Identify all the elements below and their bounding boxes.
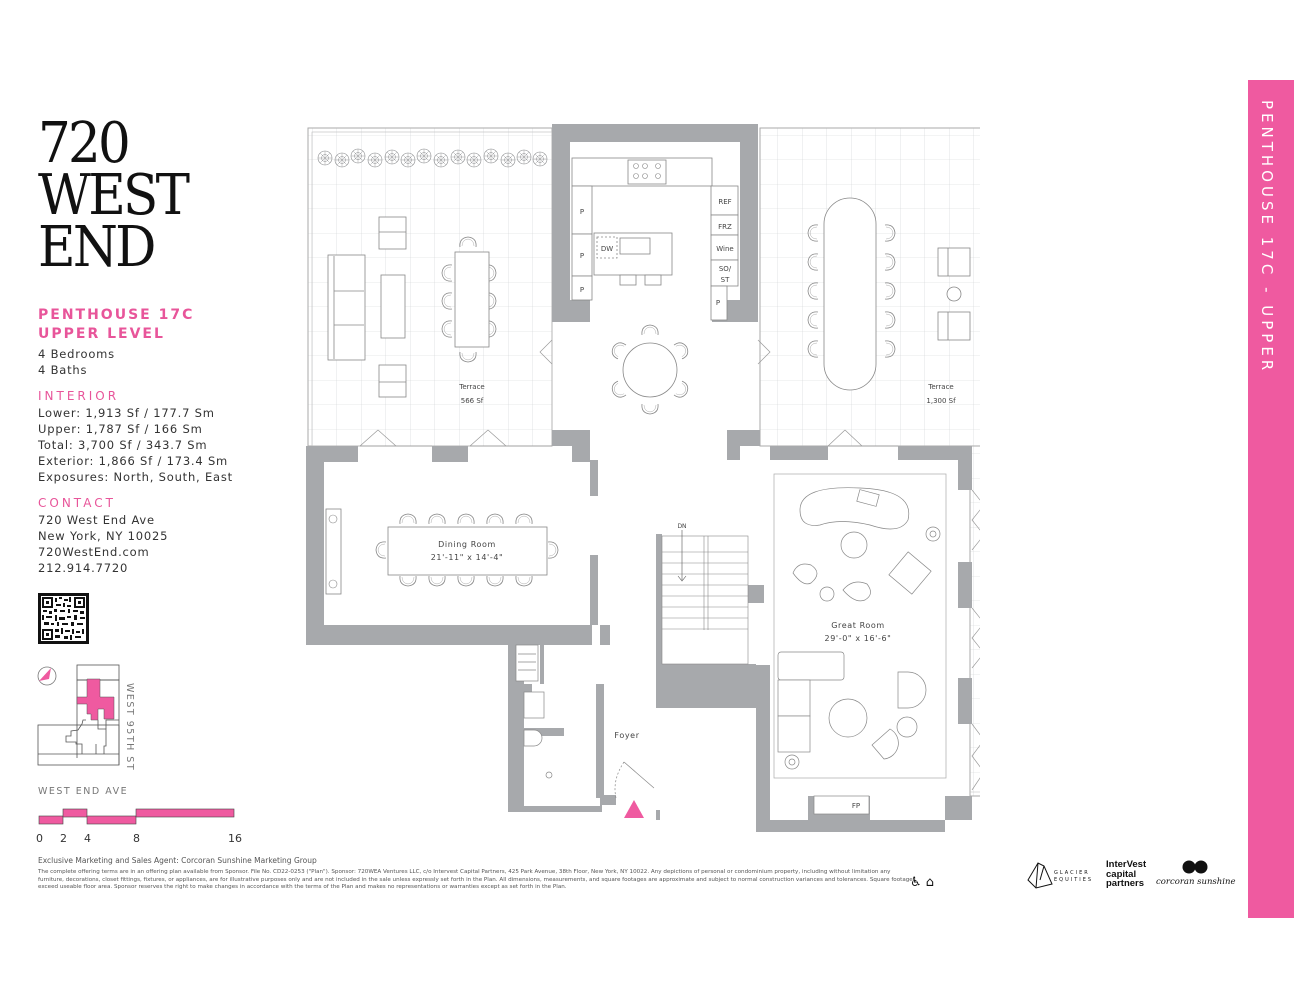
wine-label: Wine [716,245,733,253]
scale-tick-4: 4 [84,832,91,845]
north-arrow-icon [37,666,57,686]
staircase [661,530,749,665]
terrace-west-area: 566 Sf [461,397,484,405]
great-room-dims: 29'-0" x 16'-6" [825,634,892,643]
corcoran-circles-icon [1182,860,1208,874]
steam-oven-label: SO/ [719,265,732,273]
logo-line-west: WEST [38,163,190,228]
scale-tick-16: 16 [228,832,242,845]
baths-count: 4 Baths [38,363,88,377]
equities-word: EQUITIES [1054,877,1094,883]
kitchen [571,157,739,321]
pantry-label-3: P [580,286,584,294]
interior-exposures: Exposures: North, South, East [38,470,233,484]
pantry-label-2: P [580,252,584,260]
scale-tick-8: 8 [133,832,140,845]
terrace-east: Terrace 1,300 Sf [759,127,980,797]
side-tab-band [1248,80,1294,918]
partner-logos: GLACIER EQUITIES InterVest capital partn… [1026,860,1236,896]
freezer-label: FRZ [718,223,732,231]
cooktop-icon [633,163,661,179]
street-label-west-end-ave: WEST END AVE [38,786,129,797]
dining-room: Dining Room 21'-11" x 14'-4" [325,508,559,595]
partners-word: partners [1106,878,1145,889]
contact-heading: CONTACT [38,496,116,510]
qr-code-icon [41,596,86,641]
interior-total: Total: 3,700 Sf / 343.7 Sm [38,438,208,452]
footer-icons: ♿ ⌂ [910,875,934,890]
side-tab-label: PENTHOUSE 17C - UPPER [1258,100,1276,375]
key-plan-map [37,664,120,766]
great-room-label: Great Room [831,621,885,630]
powder-room [515,644,553,779]
interior-upper: Upper: 1,787 Sf / 166 Sm [38,422,203,436]
dining-room-dims: 21'-11" x 14'-4" [431,553,504,562]
terrace-west-label: Terrace [458,383,484,391]
lounge-furniture-west [327,216,407,398]
footer-disclaimer: Exclusive Marketing and Sales Agent: Cor… [38,856,918,892]
unit-subtitle: UPPER LEVEL [38,326,165,342]
lounge-furniture-east [937,247,971,341]
glacier-mountain-icon [1027,862,1053,889]
intervest-logo: InterVest capital partners [1106,860,1146,889]
unit-title: PENTHOUSE 17C [38,307,195,323]
footer-agent-line: Exclusive Marketing and Sales Agent: Cor… [38,856,317,865]
dining-room-label: Dining Room [438,540,496,549]
corcoran-word: corcoran sunshine [1156,877,1236,887]
capital-word: capital [1106,868,1137,880]
footer-legal-text: The complete offering terms are in an of… [38,869,916,891]
intervest-word: InterVest [1106,859,1147,870]
dishwasher-label: DW [601,245,613,253]
floor-plan: Terrace 566 Sf Terrace [306,124,980,832]
great-room [773,473,947,815]
logo-line-end: END [38,215,156,280]
entry-marker-icon [624,800,644,818]
steam-oven-label-2: ST [721,276,730,284]
accessibility-icon: ♿ [910,875,922,890]
contact-phone-link[interactable]: 212.914.7720 [38,561,129,575]
unit-info-panel: PENTHOUSE 17C UPPER LEVEL 4 Bedrooms 4 B… [38,306,278,576]
kitchen-labels: P P P DW REF FRZ Wine SO/ ST P [580,198,734,307]
glacier-equities-logo: GLACIER EQUITIES [1026,860,1091,892]
qr-code[interactable] [38,593,89,644]
terrace-west: Terrace 566 Sf [307,127,553,447]
glacier-word: GLACIER [1054,870,1090,876]
logo-line-720: 720 [38,111,131,176]
street-label-west-95th: WEST 95TH ST [124,683,135,772]
scale-tick-2: 2 [60,832,67,845]
terrace-east-label: Terrace [927,383,953,391]
contact-address-1: 720 West End Ave [38,513,155,527]
scale-bar: 0 2 4 8 16 [36,808,248,848]
foyer-label: Foyer [614,731,639,740]
scale-tick-0: 0 [36,832,43,845]
contact-address-2: New York, NY 10025 [38,529,169,543]
interior-heading: INTERIOR [38,389,120,403]
interior-exterior: Exterior: 1,866 Sf / 173.4 Sm [38,454,229,468]
contact-website-link[interactable]: 720WestEnd.com [38,545,150,559]
fireplace-label: FP [852,802,860,810]
brand-logo: 720 WEST END [38,111,208,280]
interior-lower: Lower: 1,913 Sf / 177.7 Sm [38,406,215,420]
pantry-label-1: P [580,208,584,216]
pantry-label-4: P [716,299,720,307]
stair-down-label: DN [677,523,686,530]
refrigerator-label: REF [718,198,731,206]
terrace-east-area: 1,300 Sf [926,397,956,405]
bedrooms-count: 4 Bedrooms [38,347,115,361]
terrace-doors [359,339,980,791]
oval-dining-table [807,197,896,391]
equal-housing-icon: ⌂ [925,875,935,890]
round-table [608,324,692,415]
foyer-door [614,761,655,799]
dining-table-west [441,236,497,363]
